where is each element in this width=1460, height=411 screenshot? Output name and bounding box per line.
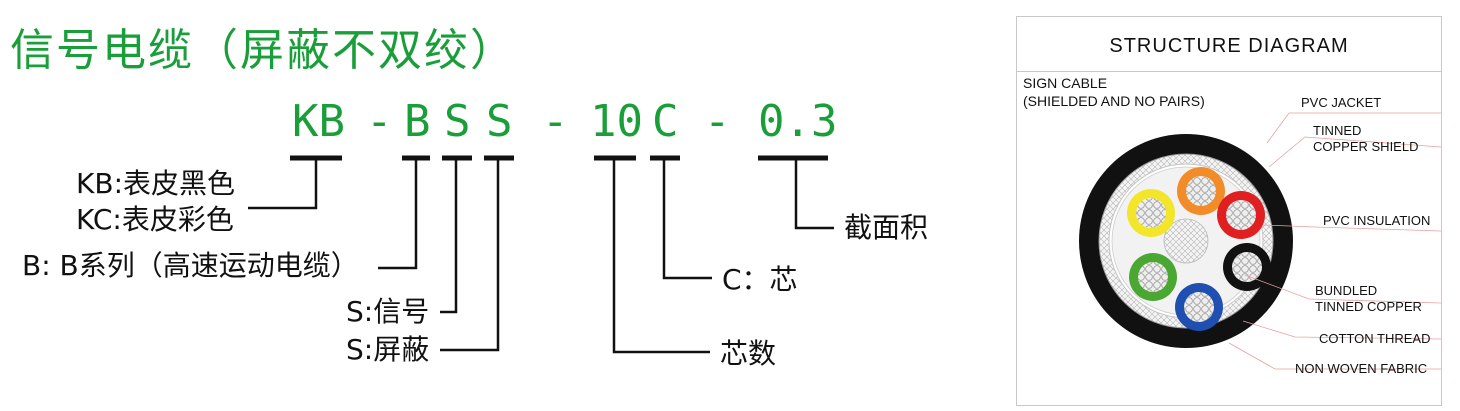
leader-pvc-jacket xyxy=(1266,112,1441,144)
label-core-count: 芯数 xyxy=(720,337,777,370)
core-orange xyxy=(1177,167,1225,215)
center-filler xyxy=(1163,218,1209,264)
label-cross-section: 截面积 xyxy=(844,211,929,244)
leader-cotton-thread xyxy=(1242,320,1441,340)
code-dash-2: - xyxy=(542,96,569,147)
code-b: B xyxy=(404,96,431,147)
leader-c xyxy=(662,158,712,280)
part-cotton-thread: COTTON THREAD xyxy=(1319,331,1431,346)
code-cores: 10 xyxy=(590,96,643,147)
leader-shield xyxy=(1268,136,1441,168)
page-title: 信号电缆（屏蔽不双绞） xyxy=(10,25,516,76)
leader-s-signal xyxy=(440,158,458,314)
leader-s-shield xyxy=(440,158,500,352)
part-non-woven-fabric: NON WOVEN FABRIC xyxy=(1295,361,1428,376)
code-dash-1: - xyxy=(366,96,393,147)
structure-diagram-panel: STRUCTURE DIAGRAM SIGN CABLE (SHIELDED A… xyxy=(1016,16,1442,406)
label-s-signal: S:信号 xyxy=(346,295,430,328)
core-blue xyxy=(1175,283,1223,331)
part-shield-line2: COPPER SHIELD xyxy=(1313,139,1419,154)
code-s-signal: S xyxy=(444,96,471,147)
panel-divider xyxy=(1017,71,1441,72)
core-black xyxy=(1223,243,1271,291)
label-c-core: C：芯 xyxy=(722,263,798,296)
part-pvc-jacket: PVC JACKET xyxy=(1301,95,1382,110)
code-section: 0.3 xyxy=(758,96,838,147)
leader-cores xyxy=(612,158,710,354)
leader-b xyxy=(378,158,418,270)
label-s-shield: S:屏蔽 xyxy=(346,333,430,366)
core-yellow xyxy=(1127,189,1175,237)
cable-type-line2: (SHIELDED AND NO PAIRS) xyxy=(1023,93,1205,109)
code-kb: KB xyxy=(292,96,345,147)
cable-type-line1: SIGN CABLE xyxy=(1023,75,1108,91)
cable-cross-section xyxy=(1079,112,1441,370)
label-kc: KC:表皮彩色 xyxy=(76,203,234,236)
code-c: C xyxy=(652,96,679,147)
label-kb: KB:表皮黑色 xyxy=(76,167,236,200)
connector-lines xyxy=(248,155,834,354)
leader-section xyxy=(794,158,834,230)
core-red xyxy=(1217,191,1265,239)
leader-bundled-copper xyxy=(1244,274,1441,304)
leader-kb xyxy=(248,158,318,210)
part-bundled-line1: BUNDLED xyxy=(1315,283,1378,298)
core-green xyxy=(1129,253,1177,301)
part-bundled-line2: TINNED COPPER xyxy=(1315,299,1422,314)
leader-pvc-insulation xyxy=(1262,224,1441,232)
part-pvc-insulation: PVC INSULATION xyxy=(1323,213,1431,228)
code-s-shield: S xyxy=(486,96,513,147)
label-b-series: B: B系列（高速运动电缆） xyxy=(22,249,359,282)
leader-non-woven xyxy=(1228,342,1441,370)
code-dash-3: - xyxy=(704,96,731,147)
structure-title: STRUCTURE DIAGRAM xyxy=(1109,35,1349,57)
part-shield-line1: TINNED xyxy=(1313,123,1362,138)
